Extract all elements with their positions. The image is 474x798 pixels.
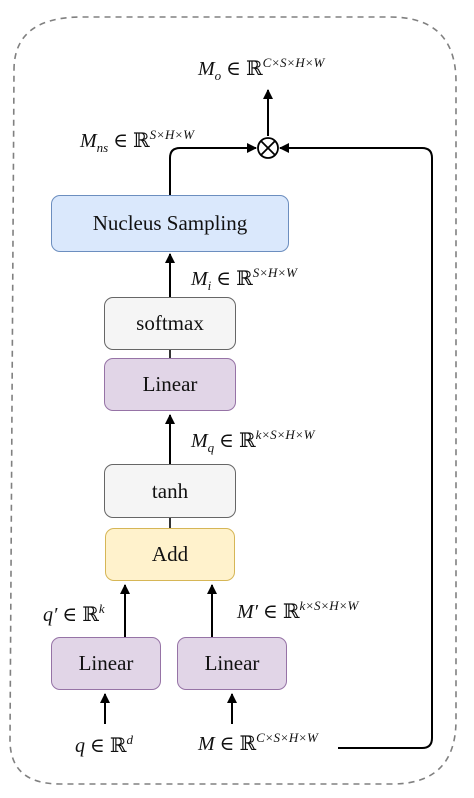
add-node: Add xyxy=(105,528,235,581)
multiply-operator xyxy=(257,137,279,159)
linear-left-label: Linear xyxy=(78,651,134,675)
linear-top-node: Linear xyxy=(104,358,236,411)
label-m-i: Mi ∈ ℝS×H×W xyxy=(191,265,297,293)
arrow-nucleus-to-multiply xyxy=(169,143,257,195)
label-m-o: Mo ∈ ℝC×S×H×W xyxy=(198,55,325,83)
linear-right-node: Linear xyxy=(177,637,287,690)
label-m-ns: Mns ∈ ℝS×H×W xyxy=(80,127,194,155)
label-q: q ∈ ℝd xyxy=(75,732,133,757)
label-m: M ∈ ℝC×S×H×W xyxy=(198,730,318,755)
softmax-node: softmax xyxy=(104,297,236,350)
linear-left-node: Linear xyxy=(51,637,161,690)
linear-right-label: Linear xyxy=(204,651,260,675)
arrow-m-loop-to-multiply xyxy=(279,143,433,749)
add-label: Add xyxy=(151,542,189,566)
label-m-q: Mq ∈ ℝk×S×H×W xyxy=(191,427,315,455)
dashed-frame xyxy=(9,16,457,785)
label-m-prime: M′ ∈ ℝk×S×H×W xyxy=(237,598,359,623)
tanh-label: tanh xyxy=(151,478,189,503)
tanh-node: tanh xyxy=(104,464,236,518)
label-q-prime: q′ ∈ ℝk xyxy=(43,601,105,626)
softmax-label: softmax xyxy=(136,311,204,335)
nucleus-sampling-label: Nucleus Sampling xyxy=(92,211,248,235)
linear-top-label: Linear xyxy=(142,372,198,396)
nucleus-sampling-node: Nucleus Sampling xyxy=(51,195,289,252)
